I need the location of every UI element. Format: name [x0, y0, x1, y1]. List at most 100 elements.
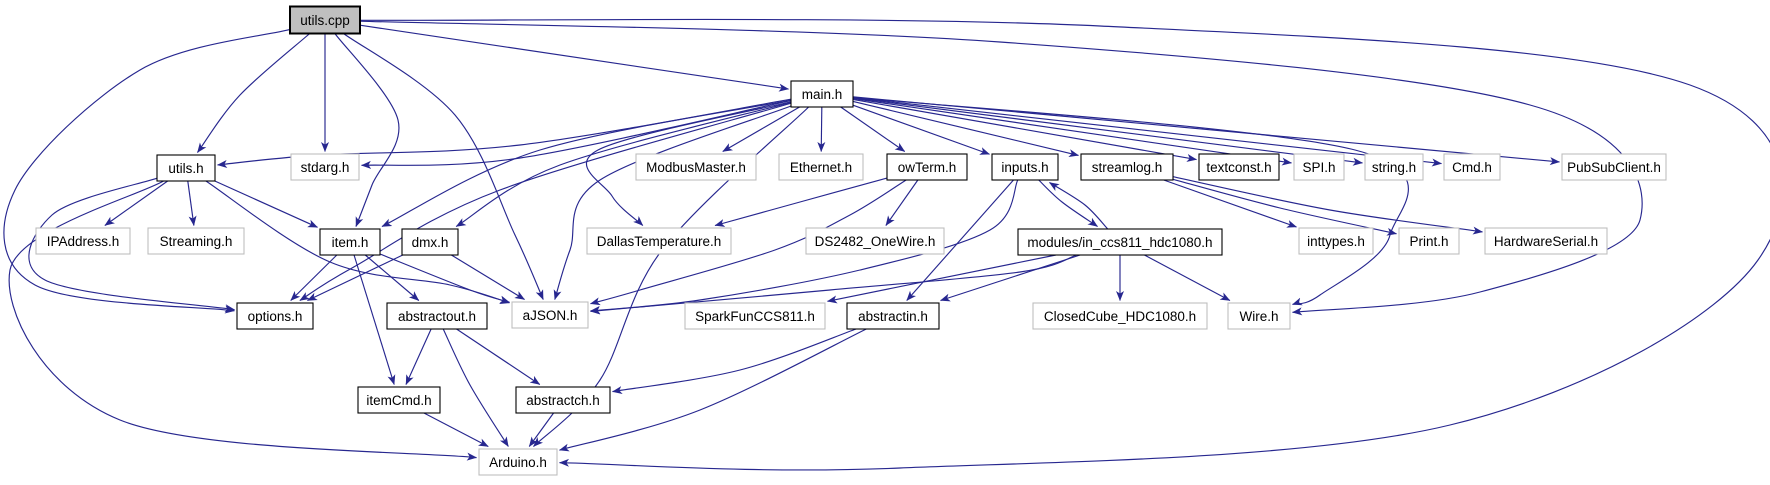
node-sparkfun: SparkFunCCS811.h — [684, 302, 826, 330]
node-dallas: DallasTemperature.h — [586, 227, 732, 255]
node-ethernet: Ethernet.h — [778, 153, 864, 181]
node-box-print — [1398, 227, 1460, 255]
edge-main_h-ethernet — [817, 106, 826, 152]
node-box-modules[interactable] — [1017, 228, 1223, 256]
node-box-streamlog[interactable] — [1080, 153, 1174, 181]
node-label-utils_h: utils.h — [168, 161, 203, 176]
node-box-string_h — [1364, 153, 1424, 181]
node-box-item[interactable] — [319, 228, 381, 256]
node-box-abstractout[interactable] — [386, 302, 488, 330]
node-box-modbus — [635, 153, 757, 181]
node-box-sparkfun — [684, 302, 826, 330]
node-box-textconst[interactable] — [1198, 153, 1280, 181]
node-wire: Wire.h — [1227, 302, 1291, 330]
node-box-abstractin[interactable] — [846, 302, 940, 330]
node-label-ipaddress: IPAddress.h — [47, 234, 120, 249]
node-label-options: options.h — [248, 309, 303, 324]
edge-main_h-inputs — [852, 104, 990, 155]
edge-streamlog-print — [1172, 178, 1397, 236]
node-label-pubsub: PubSubClient.h — [1567, 160, 1661, 175]
edge-abstractout-arduino — [442, 328, 509, 447]
node-box-options[interactable] — [236, 302, 314, 330]
node-abstractch[interactable]: abstractch.h — [515, 386, 611, 414]
node-modbus: ModbusMaster.h — [635, 153, 757, 181]
node-item[interactable]: item.h — [319, 228, 381, 256]
node-utils_cpp[interactable]: utils.cpp — [289, 5, 361, 35]
node-box-itemcmd[interactable] — [357, 386, 441, 414]
node-label-utils_cpp: utils.cpp — [300, 13, 350, 28]
node-label-modules: modules/in_ccs811_hdc1080.h — [1027, 235, 1212, 250]
node-box-closedcube — [1032, 302, 1208, 330]
node-box-wire — [1227, 302, 1291, 330]
edge-utils_cpp-utils_h — [197, 33, 311, 153]
node-box-utils_h[interactable] — [156, 154, 216, 182]
node-label-sparkfun: SparkFunCCS811.h — [695, 309, 815, 324]
node-inputs[interactable]: inputs.h — [991, 153, 1059, 181]
node-label-streamlog: streamlog.h — [1092, 160, 1163, 175]
node-label-item: item.h — [332, 235, 369, 250]
edge-modules-abstractin — [940, 254, 1081, 302]
node-label-closedcube: ClosedCube_HDC1080.h — [1044, 309, 1196, 324]
node-options[interactable]: options.h — [236, 302, 314, 330]
edge-layer — [3, 18, 1770, 471]
node-box-ajson — [511, 301, 589, 329]
node-box-dmx[interactable] — [401, 228, 459, 256]
node-box-inputs[interactable] — [991, 153, 1059, 181]
edge-modules-inputs — [1049, 182, 1109, 230]
node-label-itemcmd: itemCmd.h — [366, 393, 431, 408]
node-main_h[interactable]: main.h — [790, 80, 854, 108]
node-label-spi: SPI.h — [1302, 160, 1335, 175]
edge-abstractin-abstractch — [612, 328, 857, 394]
node-label-abstractch: abstractch.h — [526, 393, 600, 408]
node-layer: utils.cpp main.h utils.h stdarg.h ModbusMast… — [35, 5, 1667, 476]
edge-main_h-modbus — [722, 106, 800, 152]
edge-item-abstractout — [364, 254, 420, 301]
node-box-utils_cpp[interactable] — [289, 5, 361, 35]
edge-streamlog-inttypes — [1163, 179, 1297, 228]
edge-abstractout-abstractch — [456, 328, 541, 385]
node-label-string_h: string.h — [1372, 160, 1416, 175]
edge-modules-sparkfun — [827, 254, 1056, 304]
node-label-stdarg: stdarg.h — [301, 160, 350, 175]
node-inttypes: inttypes.h — [1298, 227, 1374, 255]
edge-utils_cpp-arduino — [359, 18, 1770, 471]
node-utils_h[interactable]: utils.h — [156, 154, 216, 182]
edge-utils_cpp-wire — [359, 20, 1643, 316]
edge-main_h-owterm — [840, 106, 906, 152]
edge-streamlog-hwserial — [1172, 176, 1483, 235]
node-box-cmd — [1443, 153, 1501, 181]
edge-main_h-string_h — [852, 97, 1363, 166]
edge-owterm-ds2482 — [885, 179, 919, 226]
node-abstractin[interactable]: abstractin.h — [846, 302, 940, 330]
node-string_h: string.h — [1364, 153, 1424, 181]
node-label-cmd: Cmd.h — [1452, 160, 1492, 175]
edge-modules-ajson — [590, 254, 1077, 315]
node-modules[interactable]: modules/in_ccs811_hdc1080.h — [1017, 228, 1223, 256]
node-box-streaming — [147, 227, 245, 255]
node-itemcmd[interactable]: itemCmd.h — [357, 386, 441, 414]
node-textconst[interactable]: textconst.h — [1198, 153, 1280, 181]
node-arduino: Arduino.h — [478, 448, 558, 476]
node-label-print: Print.h — [1409, 234, 1448, 249]
edge-utils_cpp-item — [334, 33, 400, 227]
node-box-main_h[interactable] — [790, 80, 854, 108]
node-ds2482: DS2482_OneWire.h — [805, 227, 945, 255]
node-box-spi — [1293, 153, 1345, 181]
edge-main_h-stdarg — [361, 100, 792, 169]
edge-utils_h-item — [214, 180, 318, 228]
node-label-abstractout: abstractout.h — [398, 309, 476, 324]
node-abstractout[interactable]: abstractout.h — [386, 302, 488, 330]
node-dmx[interactable]: dmx.h — [401, 228, 459, 256]
node-box-owterm[interactable] — [886, 153, 968, 181]
node-box-abstractch[interactable] — [515, 386, 611, 414]
edge-utils_h-ipaddress — [104, 180, 168, 226]
edge-abstractin-arduino — [559, 328, 867, 452]
node-streamlog[interactable]: streamlog.h — [1080, 153, 1174, 181]
node-label-dallas: DallasTemperature.h — [597, 234, 722, 249]
edge-item-options — [290, 254, 338, 301]
node-owterm[interactable]: owTerm.h — [886, 153, 968, 181]
node-box-arduino — [478, 448, 558, 476]
edge-main_h-wire — [852, 96, 1409, 306]
node-ajson: aJSON.h — [511, 301, 589, 329]
